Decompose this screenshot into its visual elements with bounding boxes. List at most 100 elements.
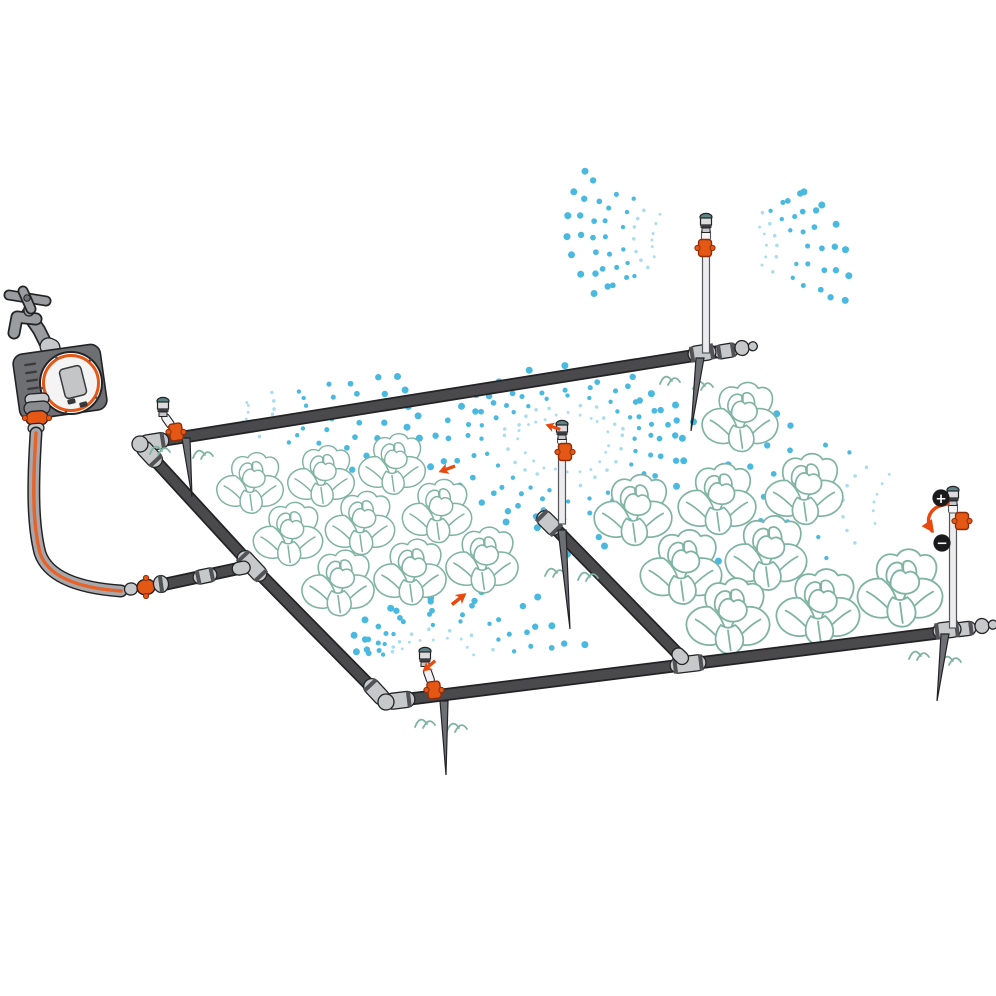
spray-dot — [650, 245, 654, 249]
spray-dot — [503, 427, 507, 431]
spray-dot — [604, 283, 611, 290]
spray-dot — [295, 433, 300, 438]
cabbage-plant — [677, 462, 757, 536]
spray-dot — [621, 247, 626, 252]
cabbage-plant — [287, 444, 355, 507]
spray-dot — [650, 238, 654, 242]
spray-dot — [427, 627, 431, 631]
spray-dot — [270, 390, 274, 395]
end-cap-nub — [987, 619, 996, 630]
clamp-wing — [569, 448, 576, 456]
spray-dot — [841, 515, 845, 519]
spray-dot — [465, 432, 471, 438]
hose-connector-adapter — [123, 582, 139, 596]
spray-dot — [554, 413, 558, 417]
spray-dot — [845, 272, 853, 280]
spray-dot — [543, 418, 547, 422]
spray-dot — [590, 234, 596, 241]
spray-dot — [800, 282, 806, 289]
spray-dot — [578, 470, 582, 474]
spray-dot — [608, 399, 613, 404]
spray-dot — [272, 399, 276, 403]
spray-dot — [831, 243, 838, 250]
hose-stripe — [32, 431, 123, 593]
spray-dot — [401, 386, 409, 394]
clamp-wing — [165, 428, 172, 436]
spray-dot — [523, 451, 527, 455]
tap-timer-and-hose — [3, 285, 170, 600]
spray-dot — [431, 638, 435, 642]
spray-dot — [593, 475, 597, 480]
spray-top-right — [758, 188, 853, 304]
spray-dot — [565, 393, 570, 398]
cabbage-plant — [593, 473, 673, 547]
spray-dot — [805, 243, 811, 249]
spray-dot — [286, 440, 292, 445]
cabbage-plant — [324, 490, 396, 556]
clamp-wing — [423, 686, 430, 694]
spray-dot — [458, 619, 463, 624]
spray-dot — [383, 630, 389, 637]
face-screw — [54, 356, 58, 359]
timer-button — [79, 401, 88, 408]
spray-dot — [872, 500, 876, 504]
fitting-band — [534, 508, 549, 523]
spray-dot — [880, 482, 884, 486]
spray-dot — [532, 459, 536, 463]
spray-dot — [491, 647, 495, 652]
spray-dot — [326, 381, 332, 387]
spray-dot — [394, 373, 401, 380]
spray-dot — [632, 436, 637, 441]
nozzle-band — [419, 659, 431, 662]
spray-dot — [620, 224, 626, 230]
spray-dot — [375, 640, 381, 646]
spray-dot — [589, 177, 597, 184]
flow-adjust-arrowhead — [921, 519, 934, 533]
fitting-band — [688, 346, 696, 363]
spray-dot — [602, 234, 608, 240]
spray-dot — [615, 409, 620, 414]
spray-dot — [657, 453, 664, 460]
spray-dot — [673, 417, 680, 424]
spray-dot — [625, 383, 631, 390]
spray-dot — [812, 207, 820, 214]
timer-vent — [26, 378, 39, 383]
spray-dot — [794, 261, 799, 267]
spray-dot — [490, 400, 497, 406]
spray-dot — [764, 255, 768, 259]
spray-dot — [471, 453, 477, 459]
spray-dot — [570, 188, 578, 196]
spray-dot — [577, 231, 585, 239]
grass-tuft — [446, 722, 468, 733]
spray-dot — [542, 466, 546, 470]
spray-dot — [387, 604, 395, 612]
pipe-connectors — [131, 339, 996, 711]
spray-dot — [654, 222, 658, 225]
cabbage-plant — [401, 478, 473, 544]
spray-dot — [672, 432, 679, 439]
spray-dot — [354, 390, 360, 397]
spray-dot — [469, 474, 476, 481]
spray-dot — [760, 263, 764, 267]
spray-dot — [652, 473, 658, 479]
clamp-wing — [21, 414, 29, 422]
spray-dot — [458, 402, 465, 410]
spray-dot — [352, 648, 360, 656]
spray-dot — [547, 488, 552, 493]
rotation-arrow — [422, 659, 437, 672]
spray-dot — [469, 633, 474, 637]
spray-dot — [432, 432, 439, 439]
spray-dot — [581, 195, 588, 202]
spray-dot — [502, 518, 510, 526]
clamp-wing — [180, 428, 187, 436]
spray-dot — [678, 434, 686, 442]
spray-dot — [606, 430, 610, 434]
fitting-band — [968, 620, 974, 636]
cabbage-plant — [373, 538, 447, 606]
spray-dot — [400, 647, 404, 651]
spray-dot — [656, 435, 663, 442]
cabbage-plant — [856, 548, 944, 628]
spray-dot — [382, 641, 387, 647]
spray-dot — [648, 452, 654, 458]
spray-top-left — [563, 167, 662, 297]
